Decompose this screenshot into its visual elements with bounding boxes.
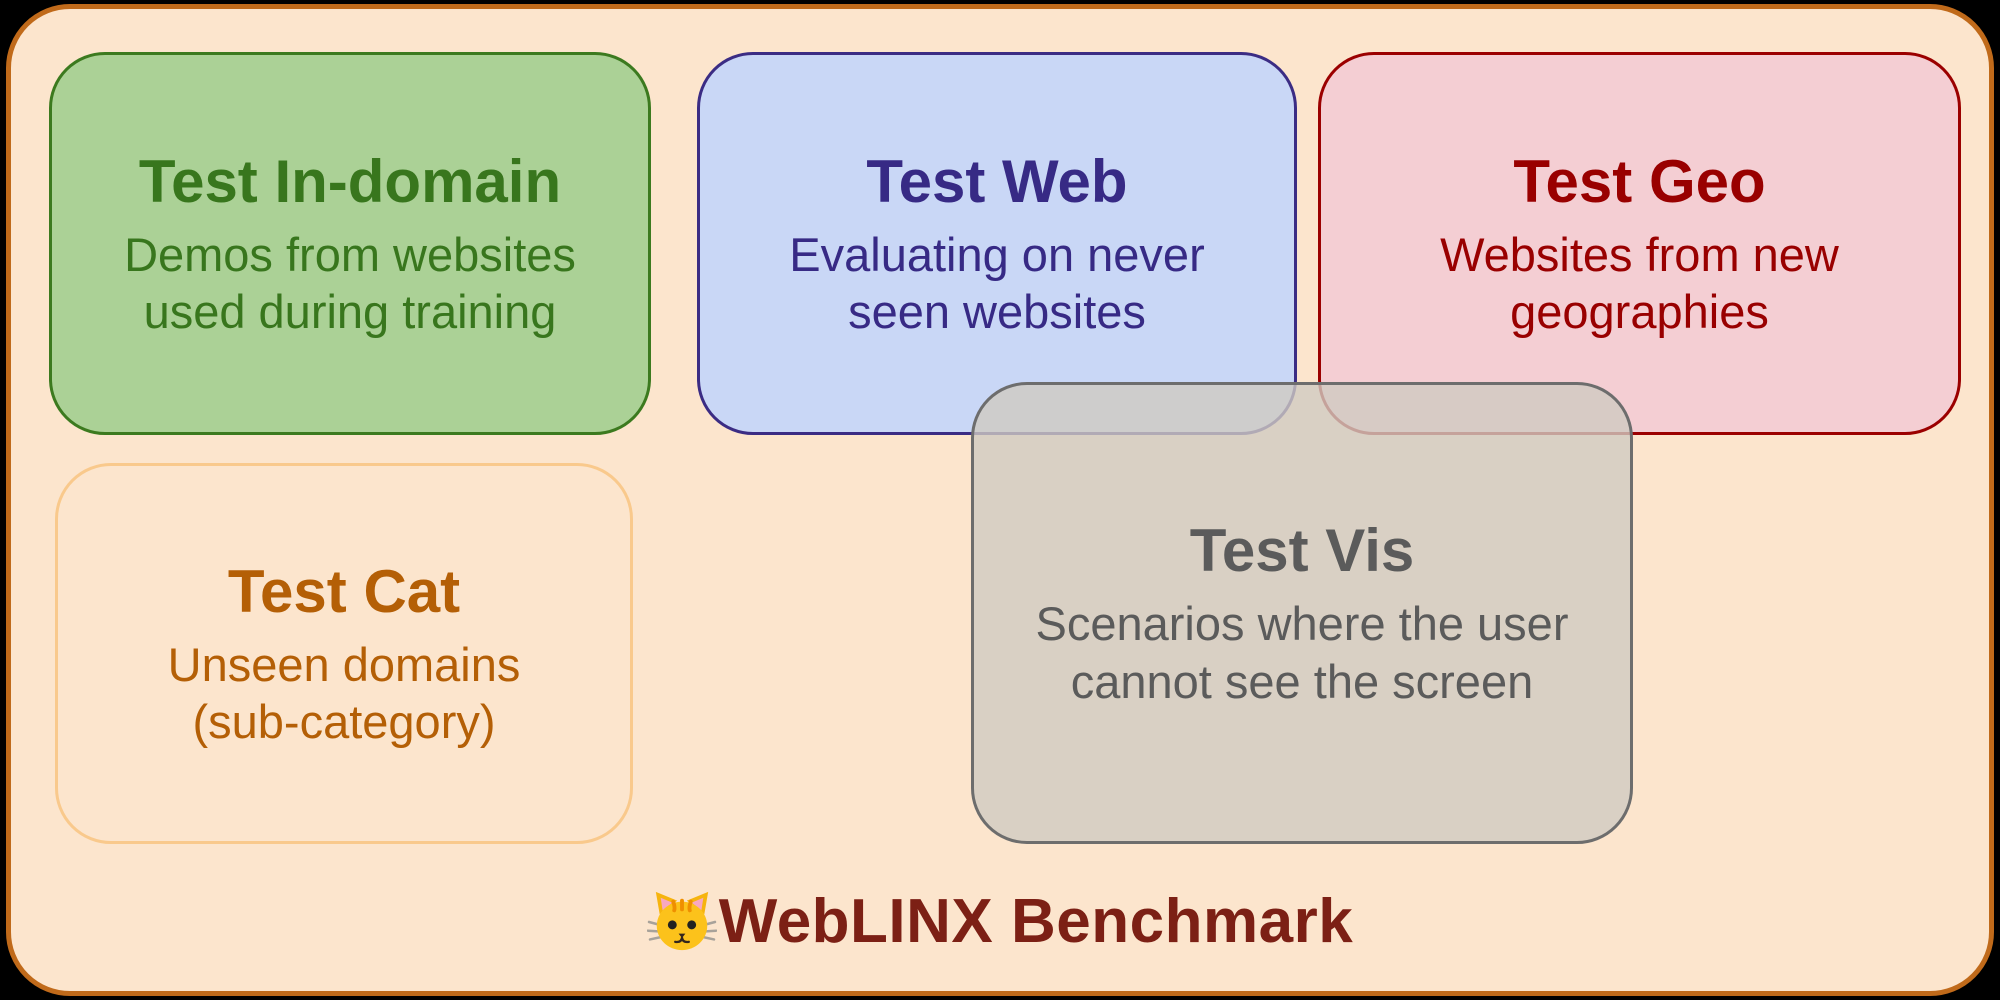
benchmark-title-row: WebLINX Benchmark [11, 881, 1989, 961]
test-in-domain-description: Demos from websites used during training [124, 227, 576, 338]
test-in-domain-box: Test In-domain Demos from websites used … [49, 52, 651, 435]
test-vis-description: Scenarios where the user cannot see the … [1035, 597, 1569, 708]
test-vis-title: Test Vis [1189, 517, 1415, 585]
test-vis-box: Test Vis Scenarios where the user cannot… [971, 382, 1633, 844]
test-web-description: Evaluating on never seen websites [789, 227, 1205, 338]
test-cat-title: Test Cat [227, 557, 461, 625]
test-geo-box: Test Geo Websites from new geographies [1318, 52, 1961, 435]
benchmark-title: WebLINX Benchmark [718, 886, 1354, 956]
test-geo-description: Websites from new geographies [1440, 227, 1839, 338]
test-cat-description: Unseen domains (sub-category) [167, 637, 521, 748]
cat-face-emoji-icon [646, 889, 717, 953]
test-web-box: Test Web Evaluating on never seen websit… [697, 52, 1297, 435]
benchmark-card: Test In-domain Demos from websites used … [6, 4, 1994, 996]
test-cat-box: Test Cat Unseen domains (sub-category) [55, 463, 633, 844]
test-in-domain-title: Test In-domain [138, 147, 562, 215]
test-web-title: Test Web [866, 147, 1128, 215]
test-geo-title: Test Geo [1513, 147, 1766, 215]
